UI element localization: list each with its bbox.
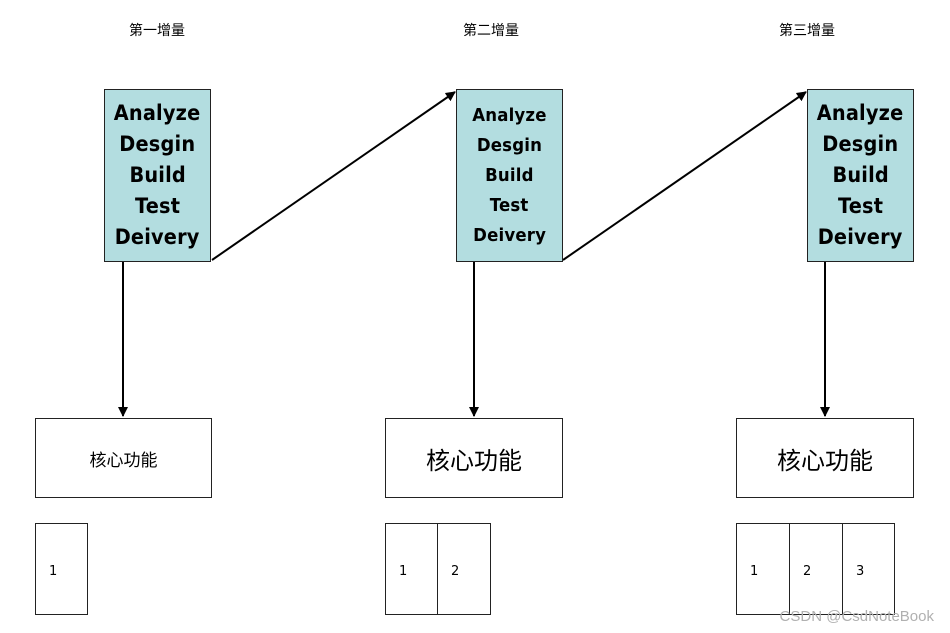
feature-box-1: 核心功能 — [35, 418, 212, 498]
phase-delivery-1: Deivery — [115, 225, 200, 249]
phase-build-3: Build — [832, 163, 889, 187]
phase-box-1: Analyze Desgin Build Test Deivery — [104, 89, 211, 262]
phase-build-1: Build — [129, 163, 186, 187]
phase-analyze-3: Analyze — [817, 101, 904, 125]
feature-label-1: 核心功能 — [89, 450, 158, 471]
cell-label: 1 — [750, 564, 759, 579]
increment-cell-3-3: 3 — [842, 523, 895, 615]
increment-title-1: 第一增量 — [129, 23, 185, 39]
cell-label: 3 — [856, 564, 865, 579]
phase-analyze-2: Analyze — [472, 104, 547, 126]
watermark: CSDN @CsdNoteBook — [779, 608, 934, 625]
increment-cell-1-1: 1 — [35, 523, 88, 615]
phase-test-1: Test — [134, 194, 181, 218]
increment-title-3: 第三增量 — [779, 23, 835, 39]
phase-box-3: Analyze Desgin Build Test Deivery — [807, 89, 914, 262]
phase-design-2: Desgin — [476, 134, 543, 156]
increment-cell-3-2: 2 — [789, 523, 843, 615]
phase-test-3: Test — [837, 194, 884, 218]
feature-box-2: 核心功能 — [385, 418, 563, 498]
increment-cell-2-1: 1 — [385, 523, 438, 615]
cell-label: 1 — [49, 564, 58, 579]
phase-box-2: Analyze Desgin Build Test Deivery — [456, 89, 563, 262]
phase-delivery-3: Deivery — [818, 225, 903, 249]
increment-title-2: 第二增量 — [463, 23, 519, 39]
cell-label: 1 — [399, 564, 408, 579]
feature-label-3: 核心功能 — [777, 446, 873, 475]
feature-box-3: 核心功能 — [736, 418, 914, 498]
increment-cell-3-1: 1 — [736, 523, 790, 615]
feature-label-2: 核心功能 — [426, 446, 522, 475]
increment-cell-2-2: 2 — [437, 523, 491, 615]
phase-design-1: Desgin — [119, 132, 196, 156]
arrow-diagonal-1 — [211, 91, 456, 261]
phase-test-2: Test — [490, 194, 529, 216]
phase-analyze-1: Analyze — [114, 101, 201, 125]
cell-label: 2 — [803, 564, 812, 579]
phase-design-3: Desgin — [822, 132, 899, 156]
phase-delivery-2: Deivery — [473, 224, 546, 246]
arrow-diagonal-2 — [562, 91, 807, 261]
phase-build-2: Build — [485, 164, 534, 186]
cell-label: 2 — [451, 564, 460, 579]
